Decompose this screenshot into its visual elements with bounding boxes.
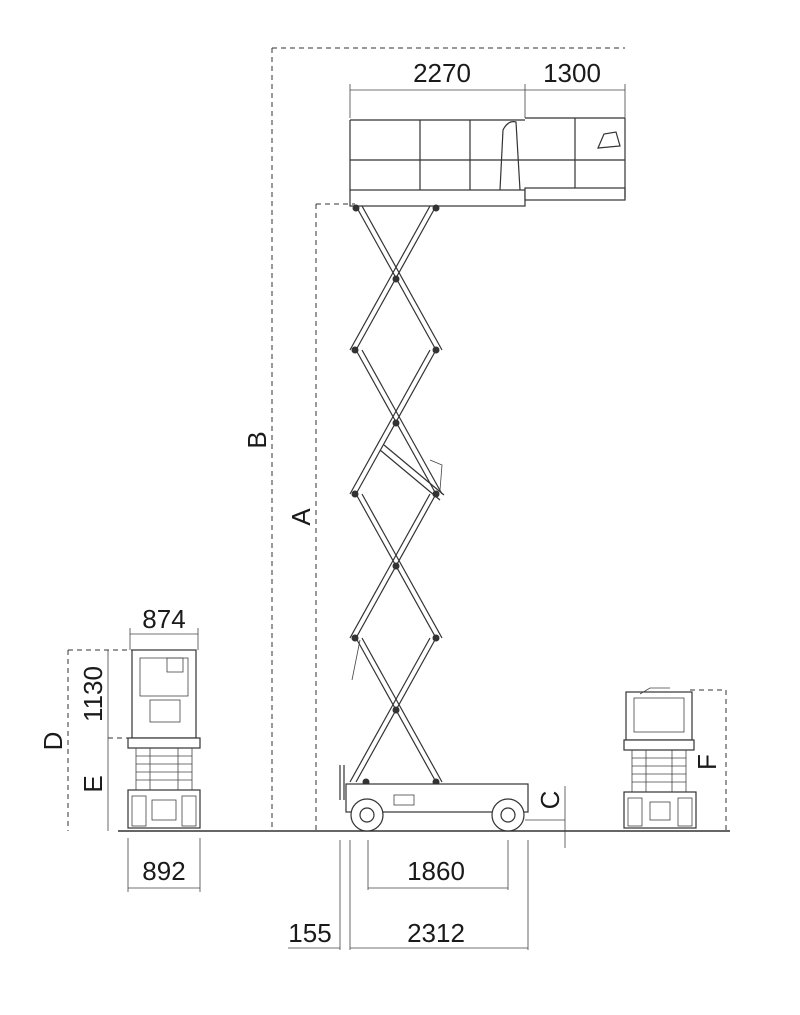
- front-wheel: [491, 798, 525, 832]
- control-box: [597, 131, 621, 149]
- dim-platform-width: 874: [142, 604, 185, 634]
- label-b: B: [242, 431, 272, 448]
- dim-platform-length: 2270: [413, 58, 471, 88]
- label-c: C: [535, 791, 565, 810]
- dim-wheelbase: 1860: [407, 856, 465, 886]
- extension-deck: [524, 187, 626, 201]
- rear-wheel: [350, 798, 384, 832]
- lift-folded-view: [623, 687, 697, 829]
- dim-overall-width: 892: [142, 856, 185, 886]
- scissor-stack: [349, 204, 445, 786]
- dimension-lines: [67, 47, 727, 950]
- lift-side-view: [339, 117, 626, 832]
- dim-front-overhang: 155: [288, 918, 331, 948]
- lift-front-view: [127, 649, 201, 829]
- platform-deck: [349, 189, 526, 207]
- label-e: E: [78, 775, 108, 792]
- label-d: D: [38, 732, 68, 751]
- label-f: F: [692, 754, 722, 770]
- label-a: A: [286, 508, 316, 526]
- dim-overall-length: 2312: [407, 918, 465, 948]
- dim-railing-height: 1130: [78, 666, 108, 722]
- dim-extension-length: 1300: [543, 58, 601, 88]
